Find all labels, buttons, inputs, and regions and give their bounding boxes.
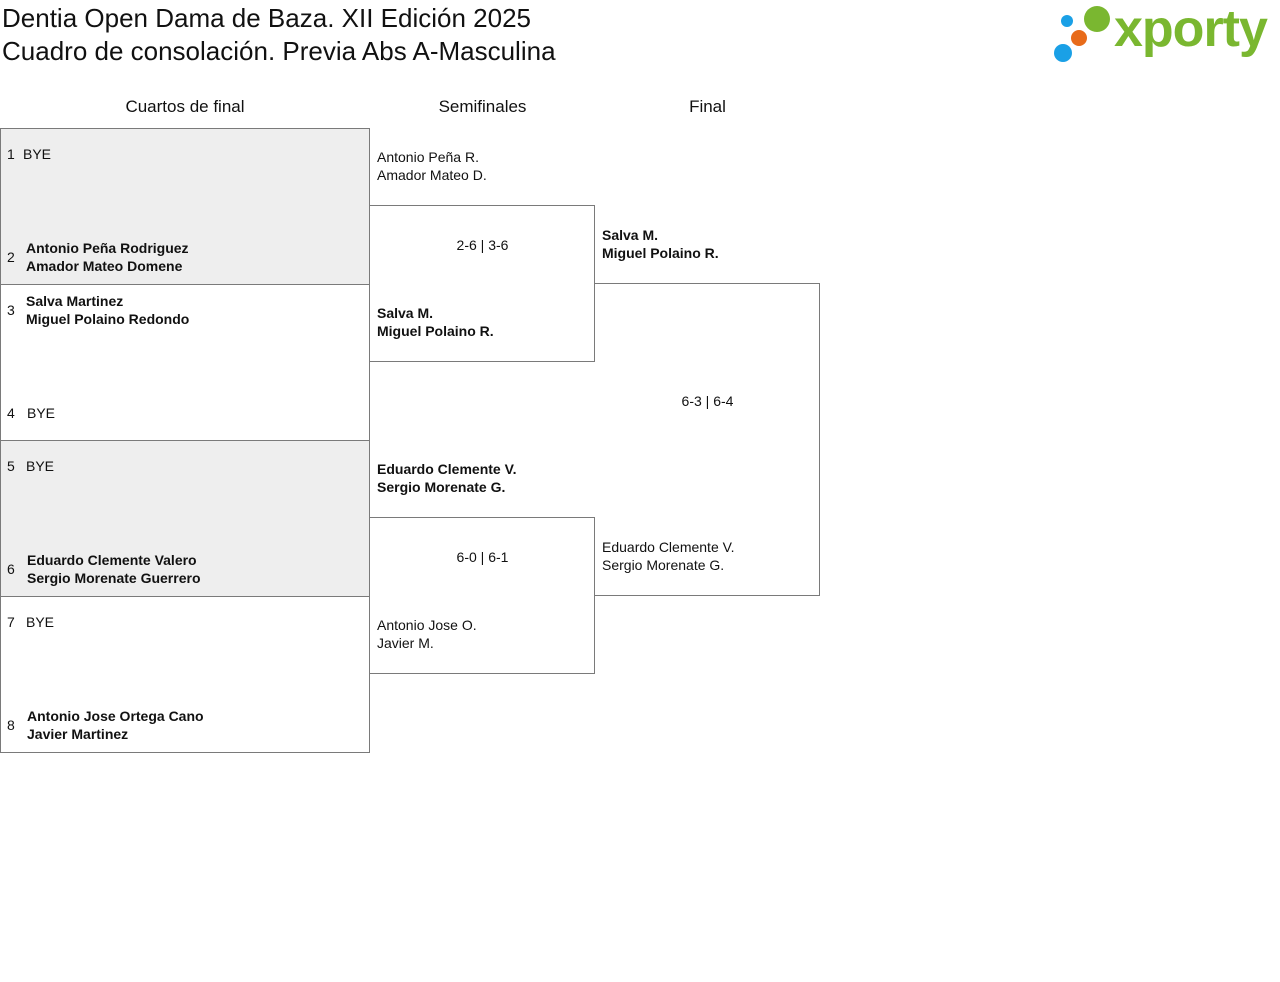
bracket-connector [595, 595, 820, 596]
seed-number: 8 [7, 717, 15, 733]
logo-wordmark: xporty [1114, 0, 1268, 58]
semifinal-player[interactable]: Amador Mateo D. [377, 167, 487, 183]
bracket-connector [594, 517, 595, 674]
finalist-player[interactable]: Eduardo Clemente V. [602, 539, 735, 555]
match-score: 6-0 | 6-1 [456, 549, 509, 565]
logo-dots-icon [1054, 6, 1110, 62]
final-score: 6-3 | 6-4 [681, 393, 734, 409]
entry-bye: BYE [27, 405, 56, 421]
player-name[interactable]: Eduardo Clemente Valero [27, 552, 197, 568]
round-header-quarterfinals: Cuartos de final [125, 97, 245, 116]
player-name[interactable]: Miguel Polaino Redondo [26, 311, 190, 327]
semifinal-player[interactable]: Sergio Morenate G. [377, 479, 506, 495]
seed-number: 5 [7, 458, 15, 474]
semifinal-player[interactable]: Javier M. [377, 635, 434, 651]
semifinal-player[interactable]: Antonio Peña R. [377, 149, 479, 165]
player-name[interactable]: Antonio Peña Rodriguez [26, 240, 189, 256]
qf-match-3 [0, 440, 370, 597]
player-name[interactable]: Salva Martinez [26, 293, 124, 309]
bracket-connector [370, 673, 595, 674]
player-name[interactable]: Antonio Jose Ortega Cano [27, 708, 204, 724]
seed-number: 4 [7, 405, 15, 421]
seed-number: 1 [7, 146, 15, 162]
finalist-player[interactable]: Sergio Morenate G. [602, 557, 725, 573]
finalist-player[interactable]: Salva M. [602, 227, 659, 243]
xporty-logo[interactable]: xporty [1050, 0, 1276, 66]
entry-bye: BYE [23, 146, 52, 162]
seed-number: 2 [7, 249, 15, 265]
entry-bye: BYE [26, 458, 55, 474]
bracket-connector [370, 361, 595, 362]
entry-bye: BYE [26, 614, 55, 630]
match-score: 2-6 | 3-6 [456, 237, 509, 253]
bracket-connector [370, 517, 595, 518]
bracket-connector [595, 283, 820, 284]
qf-match-1 [0, 128, 370, 285]
bracket-connector [594, 205, 595, 362]
round-header-semifinals: Semifinales [438, 97, 527, 116]
seed-number: 6 [7, 561, 15, 577]
finalist-player[interactable]: Miguel Polaino R. [602, 245, 719, 261]
seed-number: 3 [7, 302, 15, 318]
bracket-connector [370, 205, 595, 206]
seed-number: 7 [7, 614, 15, 630]
page-subtitle: Cuadro de consolación. Previa Abs A-Masc… [2, 36, 556, 66]
semifinal-player[interactable]: Antonio Jose O. [377, 617, 477, 633]
qf-match-4 [0, 596, 370, 753]
semifinal-player[interactable]: Salva M. [377, 305, 434, 321]
page-title: Dentia Open Dama de Baza. XII Edición 20… [2, 3, 531, 33]
player-name[interactable]: Amador Mateo Domene [26, 258, 183, 274]
player-name[interactable]: Sergio Morenate Guerrero [27, 570, 201, 586]
player-name[interactable]: Javier Martinez [27, 726, 129, 742]
semifinal-player[interactable]: Miguel Polaino R. [377, 323, 494, 339]
round-header-final: Final [689, 97, 726, 116]
semifinal-player[interactable]: Eduardo Clemente V. [377, 461, 517, 477]
bracket-connector [819, 283, 820, 596]
